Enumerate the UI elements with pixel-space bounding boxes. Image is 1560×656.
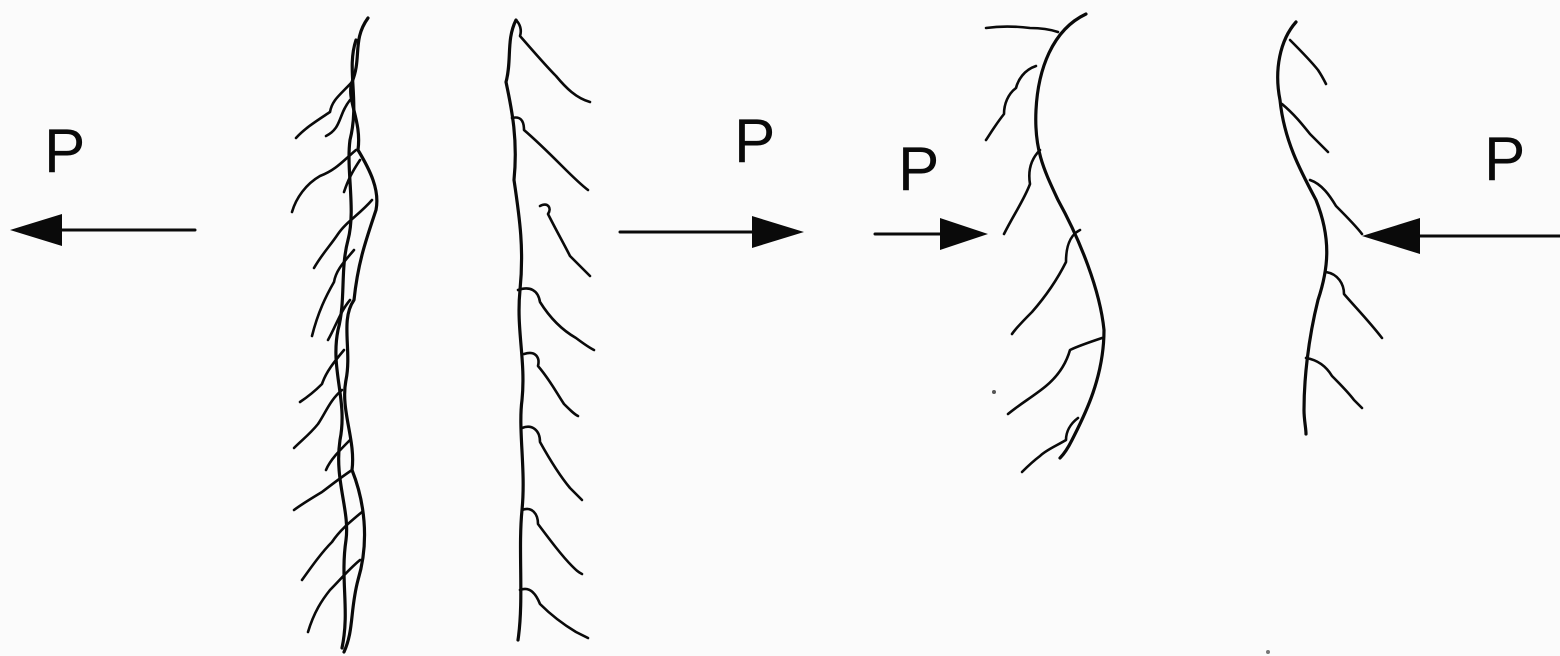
arrow-head (1362, 218, 1420, 254)
crack-pattern-4 (1278, 22, 1382, 434)
load-label-1: P (44, 117, 85, 186)
crack-branch (522, 509, 582, 574)
crack-branch (302, 512, 362, 580)
crack-branch (314, 200, 372, 268)
crack-branch (986, 27, 1058, 33)
crack-trunk (1278, 22, 1327, 434)
crack-trunk (1036, 14, 1104, 458)
arrow-head (940, 218, 988, 250)
load-label-3: P (898, 135, 939, 204)
crack-branch (1012, 230, 1080, 334)
load-arrow-right-3: P (875, 135, 988, 250)
crack-branch (344, 160, 360, 192)
arrow-head (10, 214, 62, 246)
crack-branch (986, 66, 1036, 140)
crack-branch (518, 289, 594, 351)
crack-branch (520, 589, 588, 638)
crack-branch (540, 205, 590, 276)
load-label-4: P (1484, 125, 1525, 194)
crack-branch (516, 20, 590, 102)
crack-branch (1326, 272, 1382, 338)
load-arrow-left-4: P (1362, 125, 1560, 254)
crack-branch (326, 100, 350, 136)
crack-branch (294, 390, 342, 448)
crack-trunk (344, 18, 377, 652)
crack-pattern-2 (506, 20, 594, 640)
crack-branch (292, 150, 356, 212)
crack-pattern-1 (292, 18, 377, 652)
crack-branch (524, 353, 578, 416)
crack-branch (512, 118, 588, 191)
crack-branch (522, 427, 582, 500)
crack-branch (1004, 150, 1040, 234)
load-arrow-left-1: P (10, 117, 195, 246)
crack-branch (1290, 40, 1326, 84)
crack-branch (1306, 358, 1362, 408)
scan-speck (1266, 650, 1270, 654)
load-label-2: P (734, 107, 775, 176)
crack-trunk (506, 20, 523, 640)
load-arrow-right-2: P (620, 107, 804, 248)
scan-speck (992, 390, 996, 394)
crack-pattern-3 (986, 14, 1104, 472)
arrow-head (752, 216, 804, 248)
